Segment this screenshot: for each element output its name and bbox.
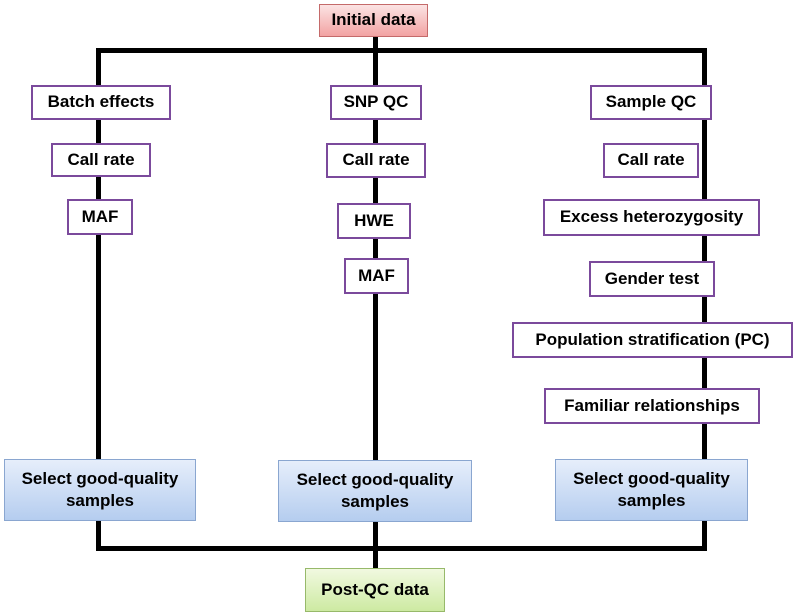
- post-qc-data-node: Post-QC data: [305, 568, 445, 612]
- right-select-good-quality-node: Select good-quality samples: [555, 459, 748, 521]
- center-branch-line: [373, 48, 378, 551]
- center-maf-step: MAF: [344, 258, 409, 294]
- gender-test-step: Gender test: [589, 261, 715, 297]
- sample-qc-step: Sample QC: [590, 85, 712, 120]
- center-select-good-quality-node: Select good-quality samples: [278, 460, 472, 522]
- left-call-rate-step: Call rate: [51, 143, 151, 177]
- left-branch-line: [96, 48, 101, 551]
- familiar-relationships-step: Familiar relationships: [544, 388, 760, 424]
- hwe-step: HWE: [337, 203, 411, 239]
- left-select-good-quality-node: Select good-quality samples: [4, 459, 196, 521]
- top-horizontal-connector: [96, 48, 707, 53]
- population-stratification-step: Population stratification (PC): [512, 322, 793, 358]
- initial-data-node: Initial data: [319, 4, 428, 37]
- right-call-rate-step: Call rate: [603, 143, 699, 178]
- snp-qc-step: SNP QC: [330, 85, 422, 120]
- batch-effects-step: Batch effects: [31, 85, 171, 120]
- right-branch-line: [702, 48, 707, 551]
- excess-heterozygosity-step: Excess heterozygosity: [543, 199, 760, 236]
- bottom-horizontal-connector: [96, 546, 707, 551]
- trunk-top-connector: [373, 36, 378, 52]
- trunk-bottom-connector: [373, 546, 378, 568]
- center-call-rate-step: Call rate: [326, 143, 426, 178]
- left-maf-step: MAF: [67, 199, 133, 235]
